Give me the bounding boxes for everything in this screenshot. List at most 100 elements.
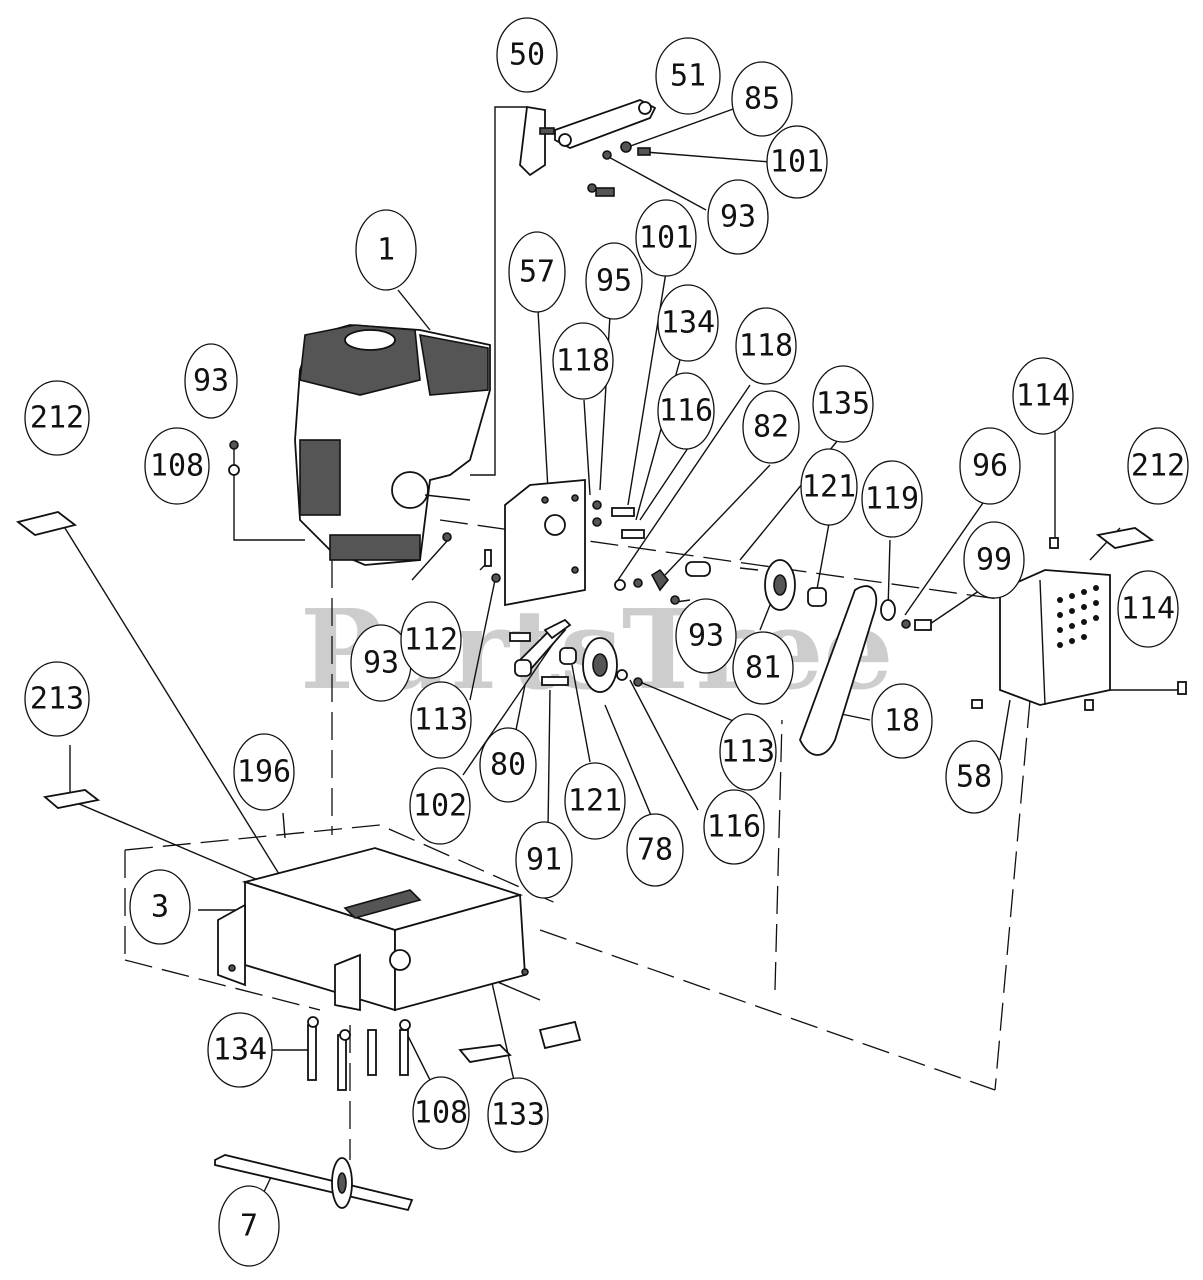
callout-121: 121 bbox=[800, 448, 858, 526]
callout-118: 118 bbox=[552, 322, 614, 400]
callout-57: 57 bbox=[508, 231, 566, 313]
callout-label: 135 bbox=[816, 387, 870, 422]
callout-circle bbox=[564, 762, 626, 840]
callout-circle bbox=[731, 61, 793, 137]
callout-circle bbox=[24, 661, 90, 737]
callout-label: 112 bbox=[404, 623, 458, 658]
callout-circle bbox=[800, 448, 858, 526]
callout-label: 121 bbox=[568, 784, 622, 819]
callout-circle bbox=[675, 598, 737, 674]
callout-93: 93 bbox=[350, 624, 412, 702]
callout-label: 93 bbox=[193, 364, 229, 399]
callout-196: 196 bbox=[233, 733, 295, 811]
callout-label: 114 bbox=[1121, 592, 1175, 627]
callout-circle bbox=[732, 631, 794, 705]
callout-93: 93 bbox=[184, 343, 238, 419]
callout-circle bbox=[552, 322, 614, 400]
callout-114: 114 bbox=[1012, 357, 1074, 435]
callout-label: 58 bbox=[956, 760, 992, 795]
callout-50: 50 bbox=[496, 17, 558, 93]
callout-circle bbox=[812, 365, 874, 443]
callout-108: 108 bbox=[412, 1076, 470, 1150]
callout-112: 112 bbox=[400, 601, 462, 679]
callout-label: 18 bbox=[884, 704, 920, 739]
callout-133: 133 bbox=[487, 1077, 549, 1153]
callout-label: 93 bbox=[363, 646, 399, 681]
callout-96: 96 bbox=[959, 427, 1021, 505]
callout-circle bbox=[400, 601, 462, 679]
callout-circle bbox=[508, 231, 566, 313]
callout-label: 96 bbox=[972, 449, 1008, 484]
callout-circle bbox=[184, 343, 238, 419]
callout-135: 135 bbox=[812, 365, 874, 443]
callout-circle bbox=[963, 521, 1025, 599]
callout-label: 196 bbox=[237, 755, 291, 790]
parts bbox=[15, 99, 1187, 1212]
callout-51: 51 bbox=[655, 37, 721, 115]
callout-113: 113 bbox=[719, 713, 777, 791]
frame bbox=[217, 847, 529, 1012]
callout-label: 91 bbox=[526, 843, 562, 878]
bracket bbox=[519, 99, 657, 197]
callout-label: 81 bbox=[745, 651, 781, 686]
belt-guard bbox=[971, 537, 1187, 711]
callout-label: 118 bbox=[739, 329, 793, 364]
bolts bbox=[307, 1016, 411, 1091]
callout-label: 118 bbox=[556, 344, 610, 379]
callout-99: 99 bbox=[963, 521, 1025, 599]
callout-circle bbox=[1117, 570, 1179, 648]
callout-label: 101 bbox=[639, 221, 693, 256]
axle bbox=[214, 1154, 414, 1212]
callout-circle bbox=[24, 380, 90, 456]
callout-label: 101 bbox=[770, 145, 824, 180]
callout-119: 119 bbox=[861, 460, 923, 538]
callout-label: 99 bbox=[976, 543, 1012, 578]
callout-85: 85 bbox=[731, 61, 793, 137]
callout-label: 82 bbox=[753, 410, 789, 445]
callout-label: 50 bbox=[509, 38, 545, 73]
callout-circle bbox=[735, 307, 797, 385]
callout-101: 101 bbox=[766, 125, 828, 199]
callout-116: 116 bbox=[703, 789, 765, 865]
callout-circle bbox=[129, 869, 191, 945]
callout-circle bbox=[861, 460, 923, 538]
callout-circle bbox=[945, 740, 1003, 814]
decals bbox=[15, 511, 1155, 1063]
callout-label: 119 bbox=[865, 482, 919, 517]
mounting-plate bbox=[504, 479, 586, 607]
callout-label: 3 bbox=[151, 890, 169, 925]
callout-82: 82 bbox=[742, 390, 800, 464]
callout-121: 121 bbox=[564, 762, 626, 840]
callout-circle bbox=[657, 372, 715, 450]
callout-circle bbox=[355, 209, 417, 291]
callout-78: 78 bbox=[626, 813, 684, 887]
callout-7: 7 bbox=[218, 1185, 280, 1267]
callout-label: 1 bbox=[377, 233, 395, 268]
callout-label: 134 bbox=[213, 1033, 267, 1068]
callout-label: 80 bbox=[490, 748, 526, 783]
callout-93: 93 bbox=[707, 179, 769, 255]
callout-circle bbox=[496, 17, 558, 93]
callout-58: 58 bbox=[945, 740, 1003, 814]
callout-118: 118 bbox=[735, 307, 797, 385]
callout-label: 95 bbox=[596, 264, 632, 299]
callout-212: 212 bbox=[24, 380, 90, 456]
callout-18: 18 bbox=[871, 683, 933, 759]
callout-134: 134 bbox=[207, 1012, 273, 1088]
callout-circle bbox=[719, 713, 777, 791]
callout-95: 95 bbox=[585, 242, 643, 320]
callout-label: 93 bbox=[720, 200, 756, 235]
callout-circle bbox=[635, 199, 697, 277]
callout-213: 213 bbox=[24, 661, 90, 737]
hardware bbox=[228, 440, 759, 605]
callout-circle bbox=[959, 427, 1021, 505]
callout-3: 3 bbox=[129, 869, 191, 945]
callout-label: 7 bbox=[240, 1209, 258, 1244]
callout-label: 113 bbox=[721, 735, 775, 770]
callout-circle bbox=[585, 242, 643, 320]
callout-113: 113 bbox=[410, 681, 472, 759]
belt bbox=[799, 585, 878, 756]
